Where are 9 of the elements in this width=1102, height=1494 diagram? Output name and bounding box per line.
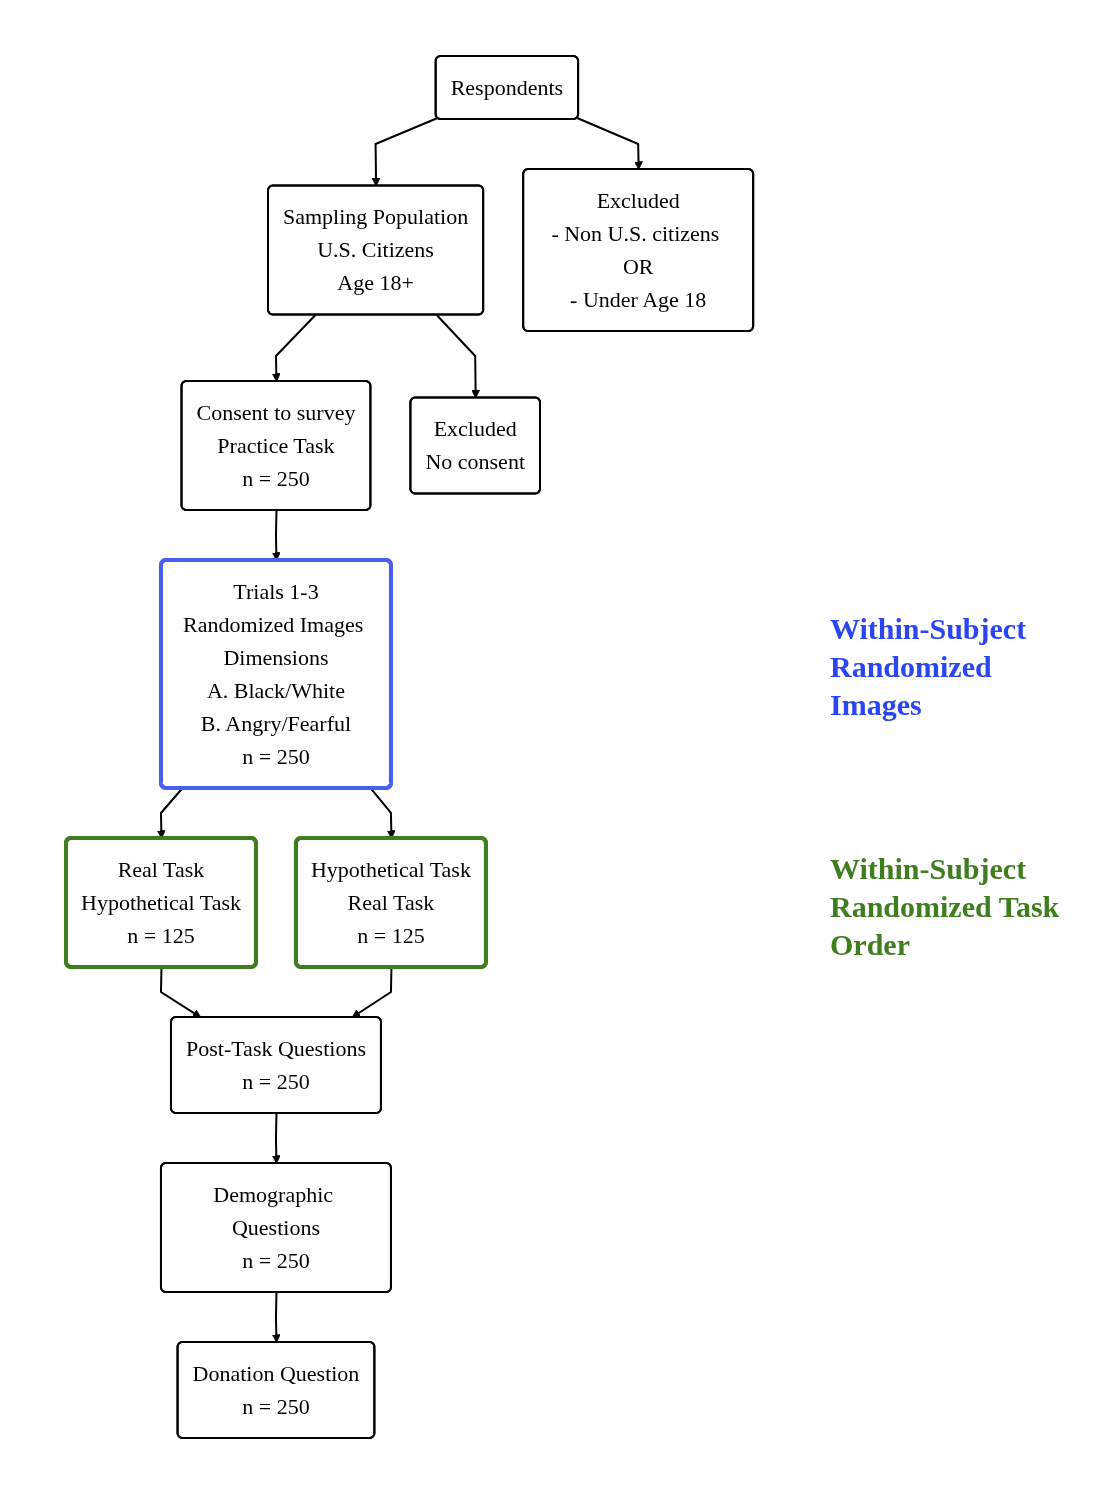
- annotation-text: Within-Subject Randomized Images: [830, 611, 1028, 723]
- arrow: [272, 509, 282, 561]
- arrow: [272, 1112, 282, 1164]
- annotation-text: Within-Subject Randomized Task Order: [830, 851, 1061, 963]
- arrow: [436, 314, 481, 399]
- arrow: [576, 117, 644, 170]
- arrow: [272, 314, 317, 382]
- arrow: [372, 117, 439, 187]
- arrow: [272, 1291, 282, 1343]
